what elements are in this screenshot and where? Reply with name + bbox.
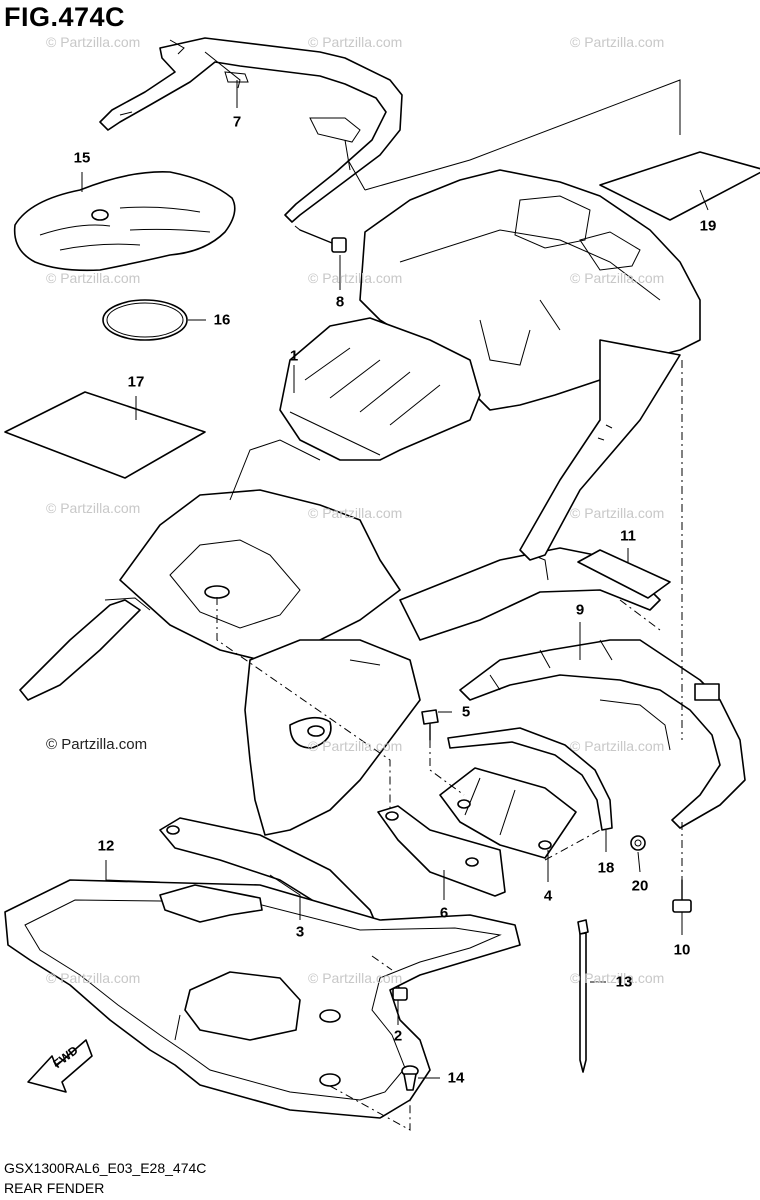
part-13-cable-tie: [577, 919, 589, 1073]
part-5-clip: [421, 709, 439, 741]
callout-1: 1: [289, 347, 299, 365]
watermark: © Partzilla.com: [308, 270, 403, 286]
callout-3: 3: [295, 923, 305, 941]
watermark: © Partzilla.com: [308, 970, 403, 986]
watermark: © Partzilla.com: [46, 270, 141, 286]
watermark: © Partzilla.com: [570, 970, 665, 986]
part-9-inner-fender: [459, 639, 746, 829]
alignment-lines: [216, 360, 683, 1131]
part-17-sheet: [4, 391, 206, 479]
callout-13: 13: [615, 973, 633, 991]
callout-17: 17: [127, 373, 145, 391]
callout-5: 5: [461, 703, 471, 721]
leader-lines: [81, 79, 709, 1079]
callout-2: 2: [393, 1027, 403, 1045]
callout-4: 4: [543, 887, 553, 905]
part-16-o-ring: [102, 299, 188, 341]
callout-12: 12: [97, 837, 115, 855]
watermark: © Partzilla.com: [570, 738, 665, 754]
part-15-rubber-cushion: [13, 171, 236, 272]
watermark: © Partzilla.com: [308, 505, 403, 521]
part-14-clip: [401, 1065, 419, 1091]
callout-18: 18: [597, 859, 615, 877]
part-7-seat-rail-bracket: [99, 37, 403, 223]
part-12-cover: [4, 879, 521, 1119]
part-11-pad: [577, 549, 671, 599]
watermark: © Partzilla.com: [570, 34, 665, 50]
callout-10: 10: [673, 941, 691, 959]
figure-code: GSX1300RAL6_E03_E28_474C: [4, 1160, 207, 1176]
part-10-bolt: [672, 879, 692, 913]
callout-9: 9: [575, 601, 585, 619]
callout-15: 15: [73, 149, 91, 167]
watermark: © Partzilla.com: [570, 505, 665, 521]
part-1-rear-fender: [19, 169, 701, 836]
watermark: © Partzilla.com: [570, 270, 665, 286]
watermark: © Partzilla.com: [46, 34, 141, 50]
part-18-seal: [447, 727, 613, 831]
copyright-text: © Partzilla.com: [46, 736, 148, 753]
callout-20: 20: [631, 877, 649, 895]
part-19-sheet: [599, 151, 760, 221]
figure-name: REAR FENDER: [4, 1180, 105, 1196]
watermark: © Partzilla.com: [308, 34, 403, 50]
callout-11: 11: [620, 527, 636, 545]
callout-7: 7: [232, 113, 242, 131]
callout-6: 6: [439, 904, 449, 922]
part-8-bolt: [294, 225, 347, 253]
part-4-tool-box: [439, 767, 577, 859]
callout-16: 16: [213, 311, 231, 329]
watermark: © Partzilla.com: [46, 500, 141, 516]
callout-19: 19: [699, 217, 717, 235]
callout-14: 14: [447, 1069, 465, 1087]
watermark: © Partzilla.com: [46, 970, 141, 986]
fwd-arrow: [27, 1039, 93, 1093]
figure-title: FIG.474C: [4, 2, 126, 32]
watermark: © Partzilla.com: [308, 738, 403, 754]
callout-8: 8: [335, 293, 345, 311]
part-20-washer: [630, 835, 646, 851]
part-6-holder: [377, 805, 506, 897]
